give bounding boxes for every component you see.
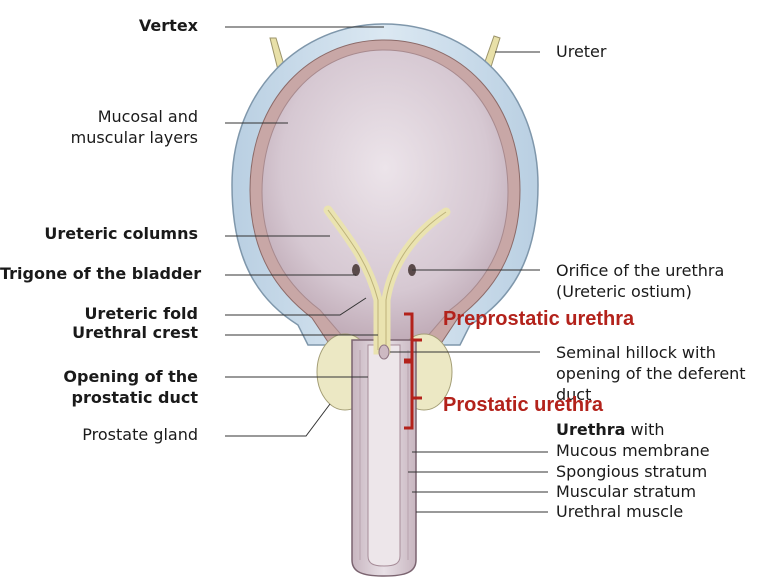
annotation-preprostatic-urethra: Preprostatic urethra bbox=[443, 308, 635, 330]
label-spongious-stratum: Spongious stratum bbox=[556, 462, 708, 481]
label-opening-prostatic-duct-1: Opening of the bbox=[63, 367, 198, 386]
label-muscular-stratum: Muscular stratum bbox=[556, 482, 697, 501]
seminal-hillock bbox=[378, 344, 390, 360]
label-orifice-urethra-1: Orifice of the urethra bbox=[556, 261, 725, 280]
label-mucous-membrane: Mucous membrane bbox=[556, 441, 710, 460]
label-ureter: Ureter bbox=[556, 42, 607, 61]
label-urethra: Urethra with bbox=[556, 420, 665, 439]
preprostatic-bracket bbox=[404, 312, 422, 362]
leader-lines-right bbox=[390, 51, 548, 513]
label-ureteric-fold: Ureteric fold bbox=[84, 304, 198, 323]
label-trigone: Trigone of the bladder bbox=[0, 264, 202, 283]
label-prostate-gland: Prostate gland bbox=[82, 425, 198, 444]
label-urethra-rest: with bbox=[625, 420, 665, 439]
label-seminal-hillock-2: opening of the deferent bbox=[556, 364, 746, 383]
label-seminal-hillock-3: duct bbox=[556, 385, 592, 404]
label-urethral-crest: Urethral crest bbox=[72, 323, 198, 342]
label-mucosal-layers-2: muscular layers bbox=[70, 128, 198, 147]
label-seminal-hillock-1: Seminal hillock with bbox=[556, 343, 716, 362]
label-orifice-urethra-2: (Ureteric ostium) bbox=[556, 282, 692, 301]
ureteric-orifice-left bbox=[352, 264, 360, 276]
label-vertex: Vertex bbox=[138, 16, 198, 35]
label-urethral-muscle: Urethral muscle bbox=[556, 502, 684, 521]
prostatic-bracket bbox=[404, 360, 422, 430]
urethra-inner-lumen bbox=[367, 344, 401, 567]
label-opening-prostatic-duct-2: prostatic duct bbox=[71, 388, 198, 407]
label-ureteric-columns: Ureteric columns bbox=[44, 224, 198, 243]
label-urethra-bold: Urethra bbox=[556, 420, 626, 439]
leader-lines-left bbox=[225, 26, 384, 437]
label-mucosal-layers-1: Mucosal and bbox=[97, 107, 198, 126]
annotation-prostatic-urethra: Prostatic urethra bbox=[443, 394, 604, 416]
